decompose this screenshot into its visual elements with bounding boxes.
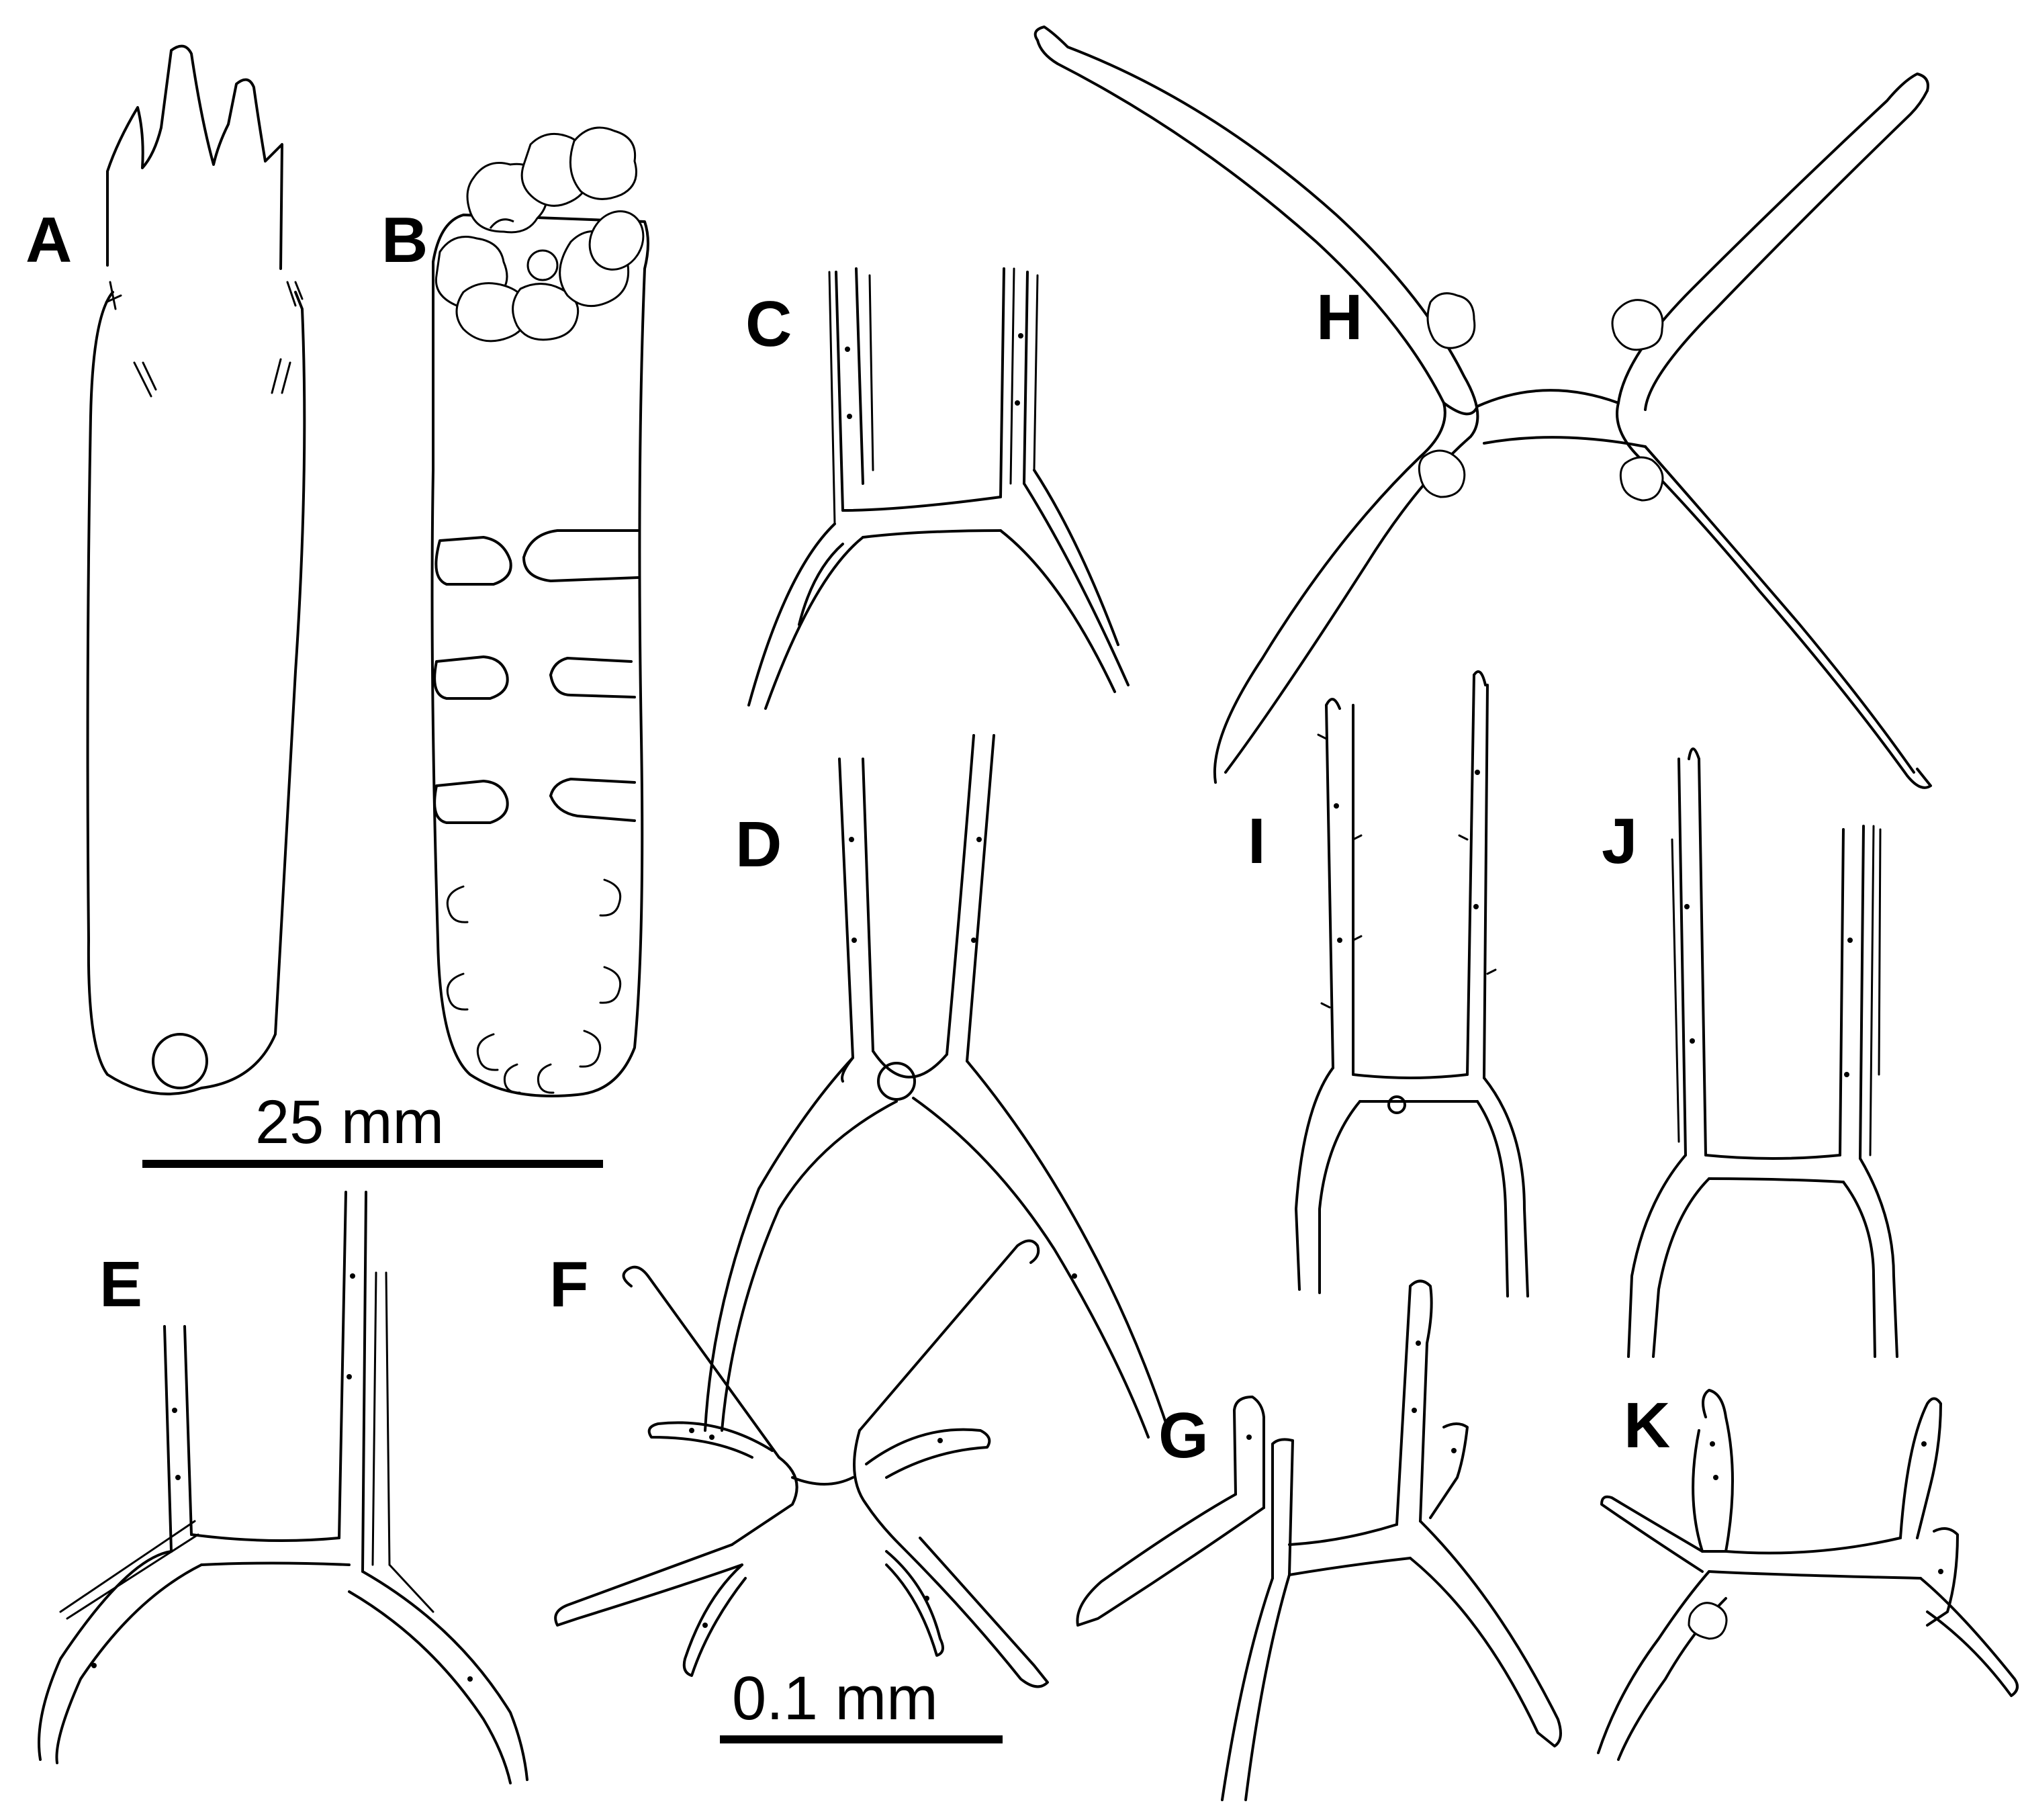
- scale-bar-small: 0.1 mm: [720, 1664, 1003, 1743]
- panel-label-e: E: [99, 1248, 142, 1320]
- panel-label-h: H: [1316, 281, 1363, 353]
- panel-label-j: J: [1602, 805, 1637, 877]
- drawing-g-spicule: [1076, 1279, 1562, 1801]
- drawing-a-aboral-pore: [152, 1033, 208, 1089]
- drawing-j-spicule: [1627, 747, 1898, 1358]
- scale-bar-large-label: 25 mm: [255, 1088, 444, 1156]
- drawing-f-spicule: [554, 1239, 1049, 1688]
- drawing-d-spicule: [704, 734, 1170, 1439]
- drawing-i-spicule: [1295, 670, 1529, 1298]
- panel-label-b: B: [381, 204, 428, 276]
- drawing-k-spicule: [1597, 1389, 2019, 1761]
- scale-bar-small-label: 0.1 mm: [732, 1664, 938, 1733]
- scale-bar-large: 25 mm: [142, 1088, 603, 1168]
- drawing-a-body: [86, 44, 306, 1095]
- drawing-b-granule-cluster: [434, 126, 645, 343]
- drawing-b-body: [430, 126, 649, 1097]
- panel-label-c: C: [745, 288, 792, 360]
- panel-label-g: G: [1158, 1400, 1209, 1471]
- panel-label-k: K: [1624, 1390, 1670, 1461]
- drawing-c-spicule: [747, 267, 1130, 710]
- panel-label-a: A: [26, 204, 72, 276]
- drawing-h-spicule: [1033, 26, 1932, 789]
- drawing-h-granule-clusters: [1418, 292, 1664, 502]
- panel-label-i: I: [1248, 805, 1266, 877]
- panel-label-d: D: [735, 809, 782, 880]
- drawing-e-spicule: [38, 1191, 528, 1784]
- panel-label-f: F: [549, 1248, 589, 1320]
